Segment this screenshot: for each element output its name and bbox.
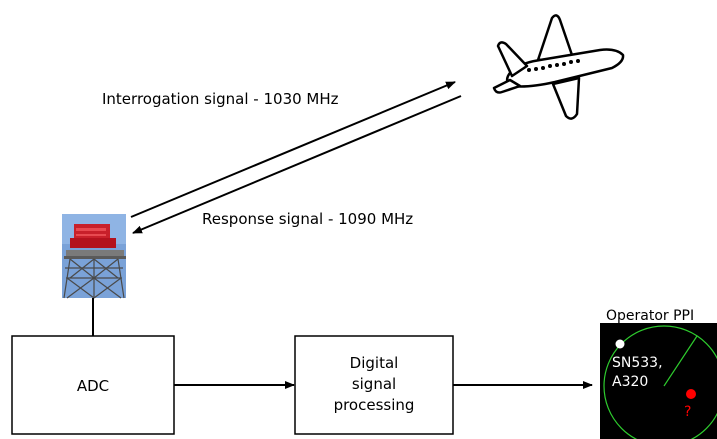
adc-label: ADC — [77, 377, 109, 395]
unknown-target-blip — [686, 389, 696, 399]
ppi-sweep-line — [663, 335, 698, 387]
airplane-icon — [492, 14, 625, 120]
interrogation-arrow — [130, 81, 456, 218]
unknown-target-mark: ? — [684, 404, 691, 420]
response-label: Response signal - 1090 MHz — [202, 210, 413, 228]
response-arrow — [132, 95, 462, 234]
ppi-target-label-line2: A320 — [612, 374, 648, 390]
dsp-label-line2: signal — [352, 375, 396, 393]
operator-ppi-display: SN533, A320 ? — [600, 323, 717, 439]
dsp-label-line3: processing — [334, 396, 415, 414]
known-target-blip — [615, 339, 625, 349]
radar-antenna-image — [62, 214, 126, 299]
ppi-range-ring — [603, 325, 717, 439]
dsp-block: Digital signal processing — [294, 335, 454, 435]
dsp-label-line1: Digital — [350, 354, 399, 372]
interrogation-label: Interrogation signal - 1030 MHz — [102, 90, 339, 108]
adc-block: ADC — [11, 335, 175, 435]
ppi-title: Operator PPI — [606, 308, 694, 324]
ppi-target-label-line1: SN533, — [612, 355, 663, 371]
